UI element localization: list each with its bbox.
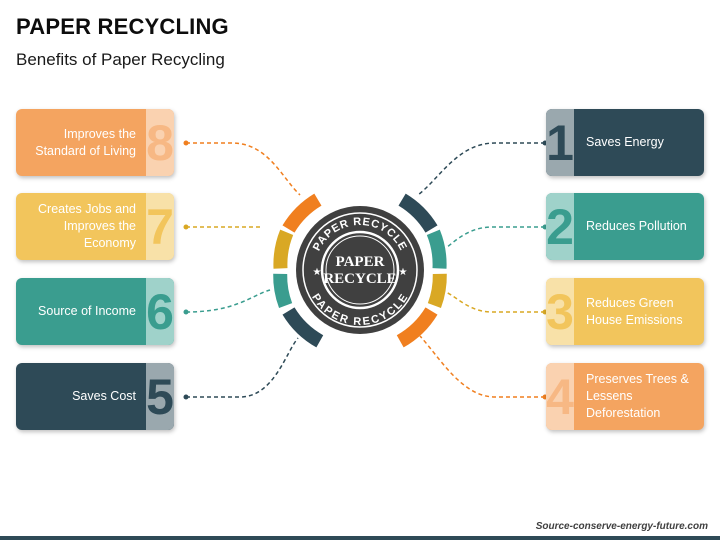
connector-4 xyxy=(419,335,545,398)
left-card-text: Creates Jobs and Improves the Economy xyxy=(38,202,136,250)
right-card-text: Saves Energy xyxy=(586,135,664,150)
connector-2 xyxy=(445,226,545,249)
ring-segment-5 xyxy=(282,307,324,348)
svg-text:★: ★ xyxy=(399,267,408,278)
left-card-6: 6 Source of Income xyxy=(16,278,174,345)
right-card-number: 4 xyxy=(546,368,574,425)
ring-segment-4 xyxy=(396,307,438,348)
left-card-text: Improves the Standard of Living xyxy=(35,126,136,158)
connector-1 xyxy=(417,142,545,196)
source-credit: Source-conserve-energy-future.com xyxy=(535,521,708,532)
right-card-number: 1 xyxy=(546,114,574,171)
stamp-center-line2: RECYCLE xyxy=(323,271,396,287)
right-card-2: 2 Reduces Pollution xyxy=(546,193,704,260)
ring-segment-7 xyxy=(273,229,294,269)
left-card-number: 6 xyxy=(146,283,174,340)
left-card-text: Source of Income xyxy=(38,304,136,319)
ring-segment-1 xyxy=(398,193,438,233)
ring-segment-8 xyxy=(282,193,322,233)
paper-recycle-stamp: PAPER RECYCLE PAPER RECYCLE PAPER RECYCL… xyxy=(291,201,429,339)
svg-text:★: ★ xyxy=(313,267,322,278)
right-card-number: 3 xyxy=(546,283,574,340)
ring-segment-3 xyxy=(427,273,447,309)
left-card-text: Saves Cost xyxy=(72,389,136,404)
right-card-text: Reduces Green House Emissions xyxy=(586,295,683,327)
right-card-number: 2 xyxy=(546,198,574,255)
right-card-text: Reduces Pollution xyxy=(586,219,687,234)
page-subtitle: Benefits of Paper Recycling xyxy=(16,50,225,69)
page-title: PAPER RECYCLING xyxy=(16,14,229,39)
connector-5 xyxy=(186,337,299,398)
right-card-3: 3 Reduces Green House Emissions xyxy=(546,278,704,345)
right-card-text: Preserves Trees & Lessens Deforestation xyxy=(586,372,689,420)
left-card-number: 8 xyxy=(146,114,174,171)
ring-segment-6 xyxy=(273,273,293,309)
left-card-8: 8 Improves the Standard of Living xyxy=(16,109,174,176)
ring-segment-2 xyxy=(426,229,447,269)
left-card-number: 7 xyxy=(146,198,174,255)
connector-6 xyxy=(185,289,271,313)
connector-8 xyxy=(186,142,301,196)
left-card-number: 5 xyxy=(146,368,174,425)
left-card-5: 5 Saves Cost xyxy=(16,363,174,430)
stamp-center-line1: PAPER xyxy=(336,254,385,270)
connector-3 xyxy=(445,291,545,313)
right-card-1: 1 Saves Energy xyxy=(546,109,704,176)
bottom-bar xyxy=(0,536,720,540)
